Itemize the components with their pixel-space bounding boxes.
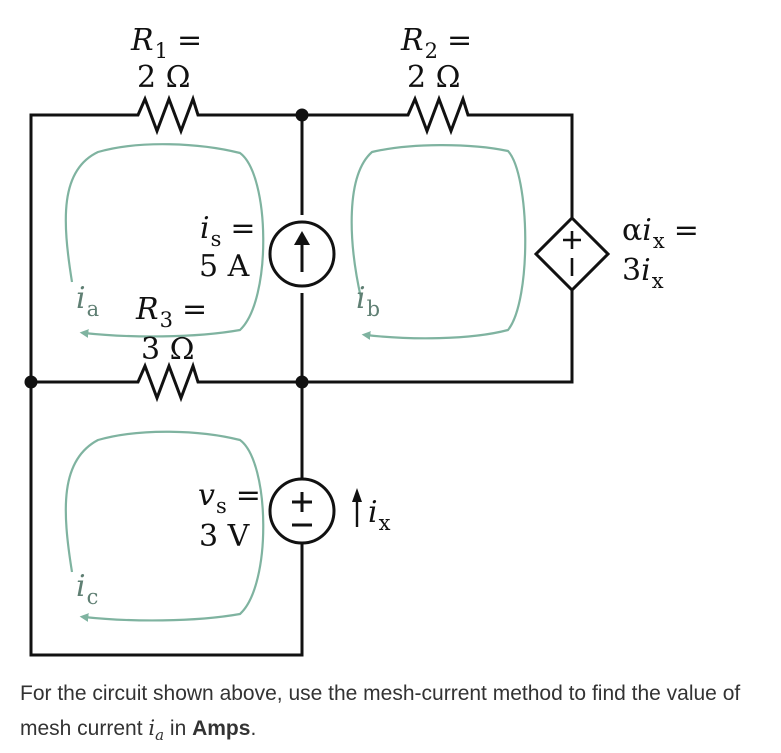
circuit-nodes	[24, 108, 309, 389]
top-right-wire	[474, 113, 574, 218]
mesh-loop-c	[64, 430, 265, 622]
label-ix: ix	[368, 495, 391, 535]
mesh-loop-b	[350, 144, 527, 340]
svg-text:R2=: R2=	[400, 23, 472, 63]
svg-text:ix: ix	[368, 495, 391, 535]
svg-text:is=: is=	[200, 211, 256, 251]
label-mesh-b: ib	[356, 281, 380, 321]
svg-text:ia: ia	[76, 281, 99, 321]
dependent-voltage-source	[533, 215, 611, 293]
label-mesh-a: ia	[76, 281, 99, 321]
svg-text:3 Ω: 3 Ω	[141, 332, 195, 367]
node-top-center	[295, 108, 309, 122]
svg-text:2 Ω: 2 Ω	[137, 60, 191, 95]
mesh-variable: ia	[148, 716, 165, 745]
label-is: is= 5 A	[199, 211, 256, 284]
svg-text:R3=: R3=	[135, 292, 207, 332]
top-left-wire	[29, 113, 130, 382]
resistor-r1	[130, 94, 204, 136]
label-r3: R3= 3 Ω	[135, 292, 207, 367]
resistor-r3	[130, 361, 204, 403]
voltage-source-vs	[268, 477, 336, 545]
svg-text:vs=: vs=	[198, 478, 261, 518]
label-vs: vs= 3 V	[198, 478, 261, 554]
mesh-loop-a	[64, 143, 265, 338]
svg-text:R1=: R1=	[130, 23, 202, 63]
center-lower-wire	[29, 382, 304, 657]
resistor-r2	[400, 94, 474, 136]
label-mesh-c: ic	[76, 569, 98, 609]
node-center-middle	[295, 375, 309, 389]
ix-arrow-icon	[352, 488, 362, 527]
svg-text:3ix: 3ix	[622, 253, 664, 293]
question-text: For the circuit shown above, use the mes…	[20, 682, 741, 745]
node-left-middle	[24, 375, 38, 389]
unit-label: Amps	[192, 717, 251, 740]
svg-text:αix=: αix=	[622, 213, 699, 253]
label-r2: R2= 2 Ω	[400, 23, 472, 95]
label-dependent-source: αix= 3ix	[622, 213, 699, 293]
svg-text:3 V: 3 V	[199, 519, 251, 554]
label-r1: R1= 2 Ω	[130, 23, 202, 95]
svg-text:5 A: 5 A	[199, 249, 250, 284]
right-lower-wire	[302, 290, 574, 384]
svg-text:2 Ω: 2 Ω	[407, 60, 461, 95]
arrow-head-icon	[294, 231, 310, 245]
svg-text:ic: ic	[76, 569, 98, 609]
svg-text:ib: ib	[356, 281, 380, 321]
current-source-is	[268, 220, 336, 288]
